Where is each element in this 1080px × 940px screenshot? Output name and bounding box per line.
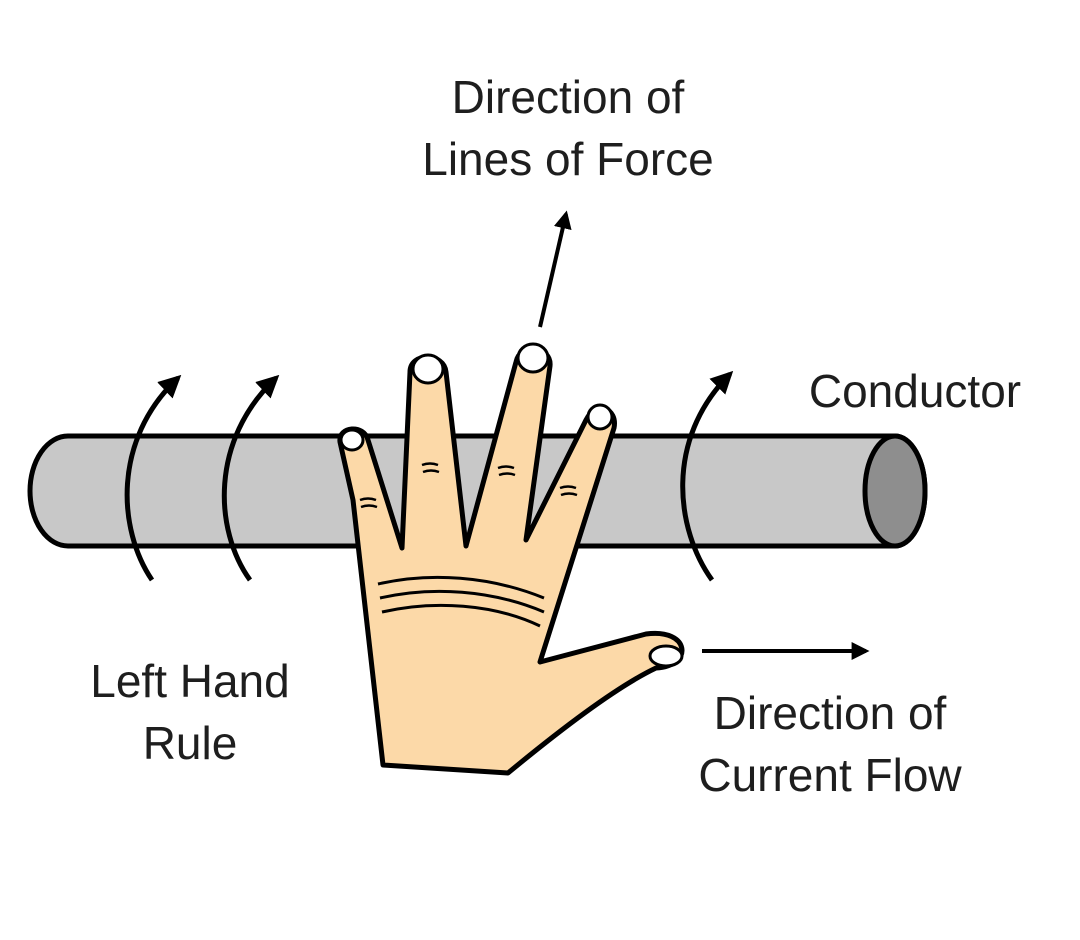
current-label-line2: Current Flow xyxy=(698,749,962,801)
field-arrow-1 xyxy=(124,374,182,582)
fingernail xyxy=(516,342,550,374)
conductor-label: Conductor xyxy=(770,360,1060,422)
field-arrow-3 xyxy=(680,370,734,582)
rule-label-line2: Rule xyxy=(142,717,238,769)
conductor-cylinder xyxy=(27,433,928,549)
rule-label: Left Hand Rule xyxy=(50,650,330,774)
knuckle-creases xyxy=(359,462,578,509)
force-label-line1: Direction of xyxy=(451,71,685,123)
field-arrow-2 xyxy=(221,374,280,582)
force-direction-label: Direction of Lines of Force xyxy=(358,66,778,190)
current-label-line1: Direction of xyxy=(713,687,947,739)
conductor-label-text: Conductor xyxy=(808,365,1022,417)
fingernail xyxy=(586,403,614,431)
force-direction-arrow xyxy=(538,210,572,328)
current-direction-label: Direction of Current Flow xyxy=(640,682,1020,806)
left-hand-icon xyxy=(337,342,685,776)
rule-label-line1: Left Hand xyxy=(90,655,290,707)
force-label-line2: Lines of Force xyxy=(422,133,714,185)
palm-lines xyxy=(377,575,545,628)
fingernail xyxy=(411,353,445,385)
thumbnail xyxy=(648,644,684,668)
fingernail xyxy=(339,428,365,452)
